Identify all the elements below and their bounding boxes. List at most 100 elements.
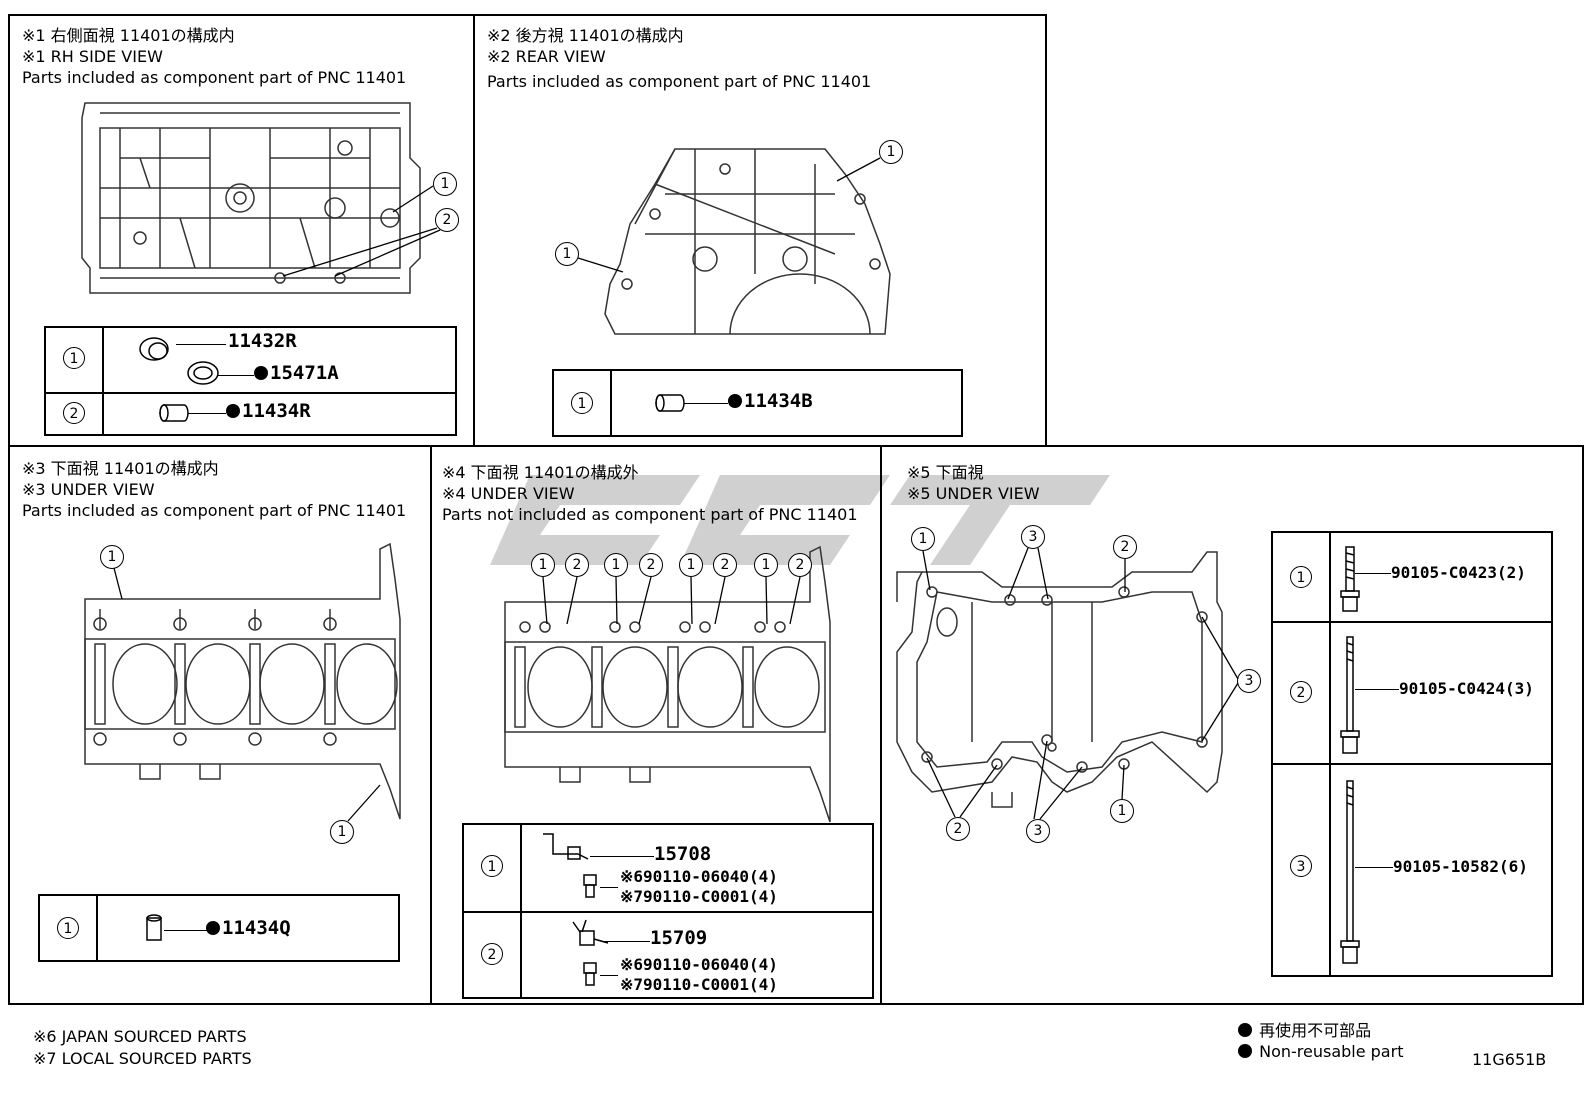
non-reusable-dot — [206, 921, 220, 935]
non-reusable-dot — [728, 394, 742, 408]
panel4-part-15709: 15709 — [650, 927, 708, 949]
panel3-parts-table: 1 11434Q — [38, 894, 400, 962]
panel1-row2-index: 2 — [63, 402, 85, 424]
panel4-row1-sub-1: ※690110-06040(4) — [620, 867, 778, 886]
panel3-row-1: 1 11434Q — [40, 896, 398, 960]
panel1-row1-index: 1 — [63, 347, 85, 369]
legend-en: Non-reusable part — [1238, 1042, 1403, 1061]
panel1-subtitle: Parts included as component part of PNC … — [22, 68, 407, 87]
oil-jet-icon — [572, 919, 609, 946]
panel4-callout-2a: 2 — [565, 553, 589, 577]
panel5-title-en: ※5 UNDER VIEW — [907, 484, 1040, 503]
panel-under-view-4: ※4 下面視 11401の構成外 ※4 UNDER VIEW Parts not… — [430, 445, 882, 1005]
watermark-logo — [490, 475, 1110, 565]
panel5-callout-1a: 1 — [911, 527, 935, 551]
panel4-callout-2d: 2 — [788, 553, 812, 577]
panel1-part-15471A: 15471A — [254, 362, 339, 384]
panel2-row1-index: 1 — [571, 392, 593, 414]
panel4-leaders — [542, 576, 801, 625]
engine-block-rear-drawing — [604, 148, 891, 335]
panel5-callout-1b: 1 — [1110, 799, 1134, 823]
panel2-callout-1b: 1 — [555, 242, 579, 266]
panel3-subtitle: Parts included as component part of PNC … — [22, 501, 407, 520]
panel3-callout-1b: 1 — [330, 820, 354, 844]
panel4-callout-1c: 1 — [679, 553, 703, 577]
panel5-parts-table: 1 90105-C0423(2) 2 90105-C0424(3) 3 9010… — [1271, 531, 1553, 977]
panel3-leaders — [113, 567, 381, 822]
panel5-callout-2b: 2 — [946, 817, 970, 841]
bolt-icon — [583, 874, 597, 898]
panel4-title-jp: ※4 下面視 11401の構成外 — [442, 463, 639, 482]
panel1-callout-2: 2 — [435, 208, 459, 232]
panel5-callout-3b: 3 — [1237, 669, 1261, 693]
legend-jp: 再使用不可部品 — [1238, 1017, 1371, 1041]
panel2-part-11434B: 11434B — [728, 390, 813, 412]
panel3-part-11434Q: 11434Q — [206, 917, 291, 939]
panel3-callout-1a: 1 — [100, 545, 124, 569]
bolt-icon — [583, 962, 597, 986]
panel4-callout-1a: 1 — [531, 553, 555, 577]
panel1-part-11432R: 11432R — [228, 330, 297, 352]
panel5-part-1: 90105-C0423(2) — [1391, 563, 1526, 582]
non-reusable-dot-icon — [1238, 1044, 1252, 1058]
panel4-part-15708: 15708 — [654, 843, 712, 865]
panel2-subtitle: Parts included as component part of PNC … — [487, 72, 872, 91]
panel2-callout-1a: 1 — [879, 140, 903, 164]
bolt-icon — [1340, 546, 1360, 612]
panel3-title-en: ※3 UNDER VIEW — [22, 480, 155, 499]
panel5-row-1: 1 90105-C0423(2) — [1273, 533, 1551, 621]
panel2-title-jp: ※2 後方視 11401の構成内 — [487, 26, 684, 45]
panel1-row-2: 2 11434R — [46, 392, 455, 436]
panel2-leaders — [577, 157, 881, 273]
dowel-pin-icon — [146, 914, 162, 941]
panel4-callout-2c: 2 — [713, 553, 737, 577]
oil-jet-icon — [543, 833, 589, 860]
panel5-callout-3c: 3 — [1026, 819, 1050, 843]
bolt-icon — [1340, 780, 1360, 964]
panel5-row-2: 2 90105-C0424(3) — [1273, 621, 1551, 765]
panel3-title-jp: ※3 下面視 11401の構成内 — [22, 459, 219, 478]
bolt-icon — [1340, 636, 1360, 754]
non-reusable-dot — [226, 404, 240, 418]
panel1-leaders — [282, 185, 441, 277]
dowel-pin-icon — [159, 404, 189, 422]
plug-icon — [139, 337, 169, 361]
panel5-row1-index: 1 — [1290, 566, 1312, 588]
dowel-pin-icon — [655, 394, 685, 412]
footer-note-local-sourced: ※7 LOCAL SOURCED PARTS — [33, 1049, 252, 1068]
panel4-callout-1b: 1 — [604, 553, 628, 577]
panel-under-view-5: ※5 下面視 ※5 UNDER VIEW 1 3 2 3 2 3 1 — [880, 445, 1584, 1005]
panel5-callout-2a: 2 — [1113, 535, 1137, 559]
panel4-row-1: 1 15708 ※690110-06040(4) ※790110-C0001(4… — [464, 825, 872, 911]
panel4-callout-1d: 1 — [754, 553, 778, 577]
diagram-code: 11G651B — [1472, 1050, 1547, 1069]
panel5-row-3: 3 90105-10582(6) — [1273, 763, 1551, 977]
panel1-parts-table: 1 11432R 15471A 2 11434R — [44, 326, 457, 436]
panel-rh-side-view: ※1 右側面視 11401の構成内 ※1 RH SIDE VIEW Parts … — [8, 14, 475, 447]
panel5-leaders — [922, 547, 1239, 820]
o-ring-icon — [187, 361, 219, 385]
non-reusable-dot — [254, 366, 268, 380]
panel5-row2-index: 2 — [1290, 681, 1312, 703]
panel1-callout-1: 1 — [433, 172, 457, 196]
panel4-subtitle: Parts not included as component part of … — [442, 505, 858, 524]
panel2-parts-table: 1 11434B — [552, 369, 963, 437]
panel1-row-1: 1 11432R 15471A — [46, 328, 455, 392]
panel5-part-2: 90105-C0424(3) — [1399, 679, 1534, 698]
panel1-title-jp: ※1 右側面視 11401の構成内 — [22, 26, 235, 45]
panel1-part-11434R: 11434R — [226, 400, 311, 422]
panel4-parts-table: 1 15708 ※690110-06040(4) ※790110-C0001(4… — [462, 823, 874, 999]
footer-note-japan-sourced: ※6 JAPAN SOURCED PARTS — [33, 1027, 247, 1046]
panel2-title-en: ※2 REAR VIEW — [487, 47, 606, 66]
panel4-callout-2b: 2 — [639, 553, 663, 577]
oil-pan-drawing — [896, 551, 1223, 808]
panel4-row1-index: 1 — [481, 855, 503, 877]
panel5-title-jp: ※5 下面視 — [907, 463, 984, 482]
panel2-row-1: 1 11434B — [554, 371, 961, 435]
panel4-row1-sub-2: ※790110-C0001(4) — [620, 887, 778, 906]
panel4-title-en: ※4 UNDER VIEW — [442, 484, 575, 503]
panel4-row2-sub-2: ※790110-C0001(4) — [620, 975, 778, 994]
panel5-part-3: 90105-10582(6) — [1393, 857, 1528, 876]
panel5-callout-3a: 3 — [1021, 525, 1045, 549]
panel1-title-en: ※1 RH SIDE VIEW — [22, 47, 163, 66]
